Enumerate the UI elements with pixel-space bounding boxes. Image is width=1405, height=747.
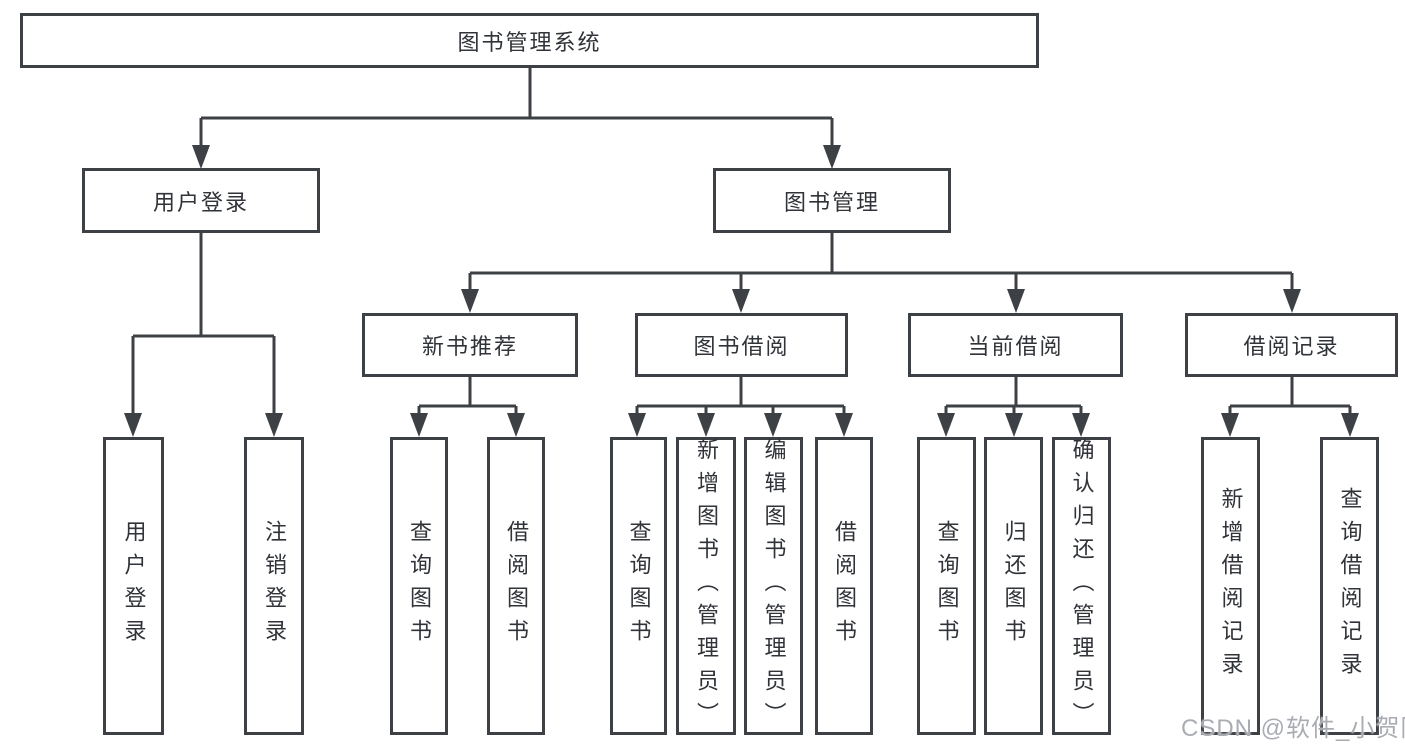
node-borrow-records-label: 借阅记录 (1243, 334, 1340, 359)
arrowhead (697, 413, 715, 437)
leaf-logout-login-label: 注销登录 (262, 520, 287, 652)
node-root: 图书管理系统 (20, 13, 1039, 68)
arrowhead (764, 413, 782, 437)
leaf-bb-query-book-label: 查询图书 (626, 520, 652, 652)
node-new-book-rec-label: 新书推荐 (421, 334, 518, 359)
node-root-label: 图书管理系统 (457, 29, 602, 55)
arrowhead (1007, 289, 1025, 313)
arrowhead (192, 145, 210, 169)
arrowhead (835, 413, 853, 437)
node-current-borrow-label: 当前借阅 (967, 334, 1064, 359)
leaf-bb-add-book-label: 新增图书（管理员） (694, 437, 719, 735)
leaf-bb-edit-book: 编辑图书（管理员） (744, 437, 803, 735)
node-book-borrow: 图书借阅 (635, 313, 848, 377)
node-borrow-records: 借阅记录 (1185, 313, 1398, 377)
arrowhead (461, 289, 479, 313)
leaf-nbr-query-book-label: 查询图书 (407, 520, 432, 652)
leaf-nbr-borrow-book-label: 借阅图书 (504, 520, 529, 652)
leaf-cb-confirm-return-label: 确认归还（管理员） (1069, 437, 1095, 735)
arrowhead (1005, 413, 1023, 437)
leaf-user-login: 用户登录 (103, 437, 164, 735)
node-new-book-rec: 新书推荐 (362, 313, 578, 377)
leaf-cb-query-book-label: 查询图书 (934, 520, 960, 652)
leaf-nbr-query-book: 查询图书 (390, 437, 448, 735)
arrowhead (823, 145, 841, 169)
arrowhead (1221, 413, 1239, 437)
arrowhead (507, 413, 525, 437)
arrowhead (1283, 289, 1301, 313)
arrowhead (410, 413, 428, 437)
leaf-bb-borrow-book: 借阅图书 (815, 437, 873, 735)
node-book-borrow-label: 图书借阅 (693, 334, 790, 359)
arrowhead (124, 413, 142, 437)
leaf-br-add-record: 新增借阅记录 (1201, 437, 1260, 735)
arrowhead (1072, 413, 1090, 437)
connector-path (131, 68, 1352, 418)
csdn-watermark: CSDN @软件_小贺同学 (1181, 715, 1405, 742)
arrowhead (265, 413, 283, 437)
leaf-cb-return-book-label: 归还图书 (1001, 520, 1027, 652)
node-user-login-label: 用户登录 (152, 189, 249, 215)
arrowhead (732, 289, 750, 313)
node-current-borrow: 当前借阅 (908, 313, 1123, 377)
arrowhead (1341, 413, 1359, 437)
node-user-login: 用户登录 (82, 168, 320, 233)
node-book-mgmt: 图书管理 (713, 168, 951, 233)
leaf-bb-add-book: 新增图书（管理员） (676, 437, 736, 735)
node-book-mgmt-label: 图书管理 (783, 189, 880, 215)
leaf-cb-confirm-return: 确认归还（管理员） (1052, 437, 1111, 735)
leaf-cb-return-book: 归还图书 (984, 437, 1043, 735)
arrowhead (628, 413, 646, 437)
leaf-bb-edit-book-label: 编辑图书（管理员） (761, 437, 787, 735)
arrowhead (937, 413, 955, 437)
arrowhead-group (124, 145, 1359, 437)
leaf-nbr-borrow-book: 借阅图书 (487, 437, 545, 735)
leaf-bb-borrow-book-label: 借阅图书 (832, 520, 857, 652)
leaf-cb-query-book: 查询图书 (917, 437, 976, 735)
leaf-br-query-record-label: 查询借阅记录 (1337, 487, 1363, 685)
leaf-logout-login: 注销登录 (244, 437, 304, 735)
leaf-br-add-record-label: 新增借阅记录 (1218, 487, 1244, 685)
leaf-user-login-label: 用户登录 (121, 520, 147, 652)
leaf-br-query-record: 查询借阅记录 (1320, 437, 1379, 735)
leaf-bb-query-book: 查询图书 (610, 437, 667, 735)
